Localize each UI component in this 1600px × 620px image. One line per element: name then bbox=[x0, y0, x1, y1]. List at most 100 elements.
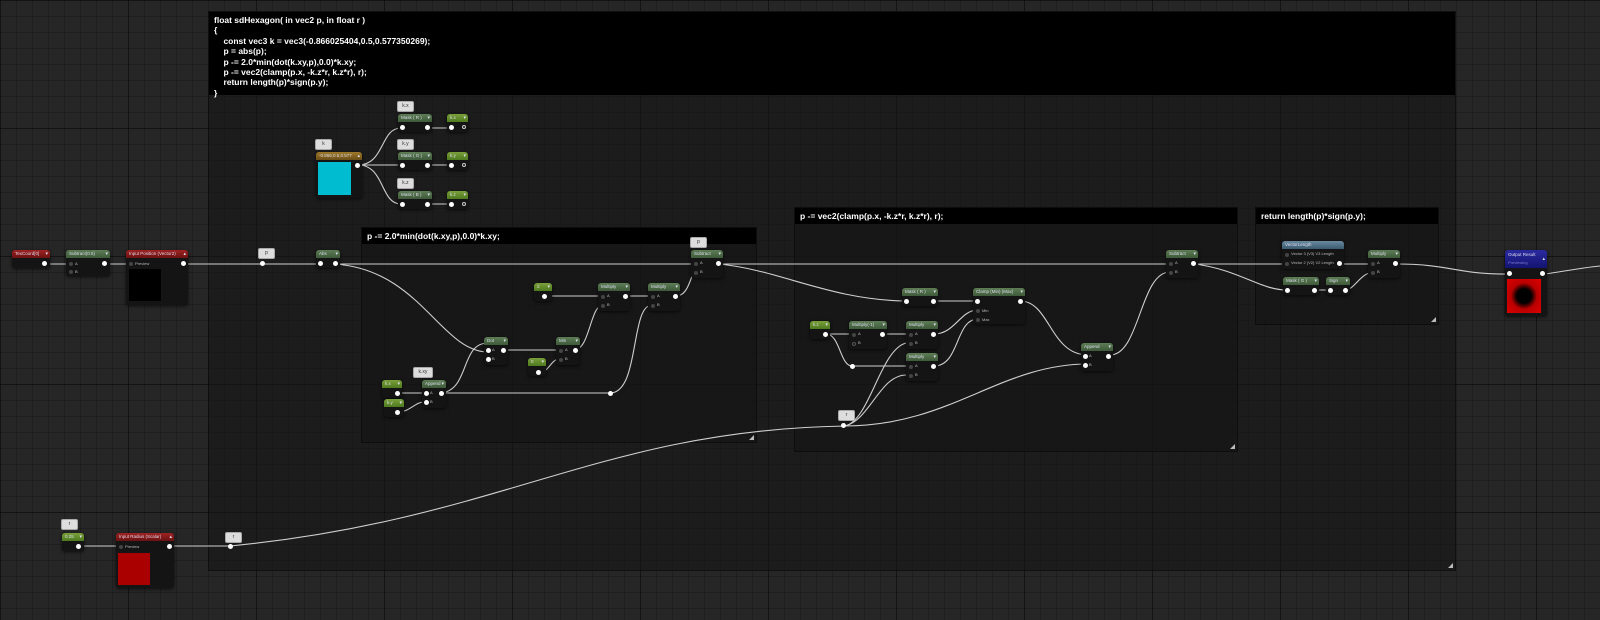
output-pin[interactable] bbox=[425, 125, 430, 130]
chevron-down-icon[interactable]: ▾ bbox=[463, 192, 466, 198]
chevron-down-icon[interactable]: ▾ bbox=[1395, 251, 1398, 257]
reroute-node[interactable] bbox=[850, 364, 855, 369]
chevron-down-icon[interactable]: ▾ bbox=[575, 338, 578, 344]
chevron-down-icon[interactable]: ▾ bbox=[105, 251, 108, 257]
named-reroute-kz[interactable]: k.z▾ bbox=[447, 191, 468, 209]
input-pin-a[interactable] bbox=[601, 295, 605, 299]
output-pin[interactable] bbox=[931, 364, 936, 369]
input-pin-b[interactable] bbox=[1083, 363, 1088, 368]
input-pin-a[interactable] bbox=[69, 262, 73, 266]
output-pin[interactable] bbox=[425, 163, 430, 168]
chevron-down-icon[interactable]: ▾ bbox=[541, 359, 544, 365]
chevron-down-icon[interactable]: ▾ bbox=[1345, 278, 1348, 284]
output-pin[interactable] bbox=[1343, 288, 1348, 293]
input-pin-b[interactable] bbox=[694, 271, 698, 275]
mask-b-node[interactable]: Mask ( B )▾ bbox=[398, 191, 432, 209]
output-pin[interactable] bbox=[536, 370, 541, 375]
output-pin[interactable] bbox=[573, 348, 578, 353]
input-radius-node[interactable]: Input Radius (Scalar)▴ Preview bbox=[116, 533, 174, 588]
min-pin[interactable] bbox=[976, 309, 980, 313]
input-pin[interactable] bbox=[1328, 288, 1333, 293]
reroute-node-p[interactable] bbox=[260, 261, 265, 266]
collapse-icon[interactable]: ▴ bbox=[183, 251, 186, 257]
chevron-down-icon[interactable]: ▾ bbox=[933, 289, 936, 295]
output-pin[interactable] bbox=[462, 202, 466, 206]
output-pin[interactable] bbox=[102, 261, 107, 266]
resize-handle[interactable] bbox=[1448, 563, 1453, 568]
resize-handle[interactable] bbox=[749, 435, 754, 440]
input-pin[interactable] bbox=[904, 299, 909, 304]
input-pin-a[interactable] bbox=[1371, 262, 1375, 266]
chevron-down-icon[interactable]: ▾ bbox=[1108, 344, 1111, 350]
chevron-down-icon[interactable]: ▾ bbox=[675, 284, 678, 290]
s3-sign-node[interactable]: Sign▾ bbox=[1326, 277, 1350, 295]
kx-comment-bubble[interactable]: k.x bbox=[397, 101, 414, 112]
input-pin-b[interactable] bbox=[909, 374, 913, 378]
input-pin-a[interactable] bbox=[909, 333, 913, 337]
output-pin[interactable] bbox=[181, 261, 186, 266]
chevron-down-icon[interactable]: ▾ bbox=[933, 354, 936, 360]
chevron-down-icon[interactable]: ▾ bbox=[1020, 289, 1023, 295]
collapse-icon[interactable]: ▴ bbox=[1542, 256, 1545, 262]
input-pin[interactable] bbox=[1507, 271, 1512, 276]
input-pin-a[interactable] bbox=[651, 295, 655, 299]
input-pin-b[interactable] bbox=[1371, 271, 1375, 275]
input-pin-a[interactable] bbox=[1083, 354, 1088, 359]
input-pin[interactable] bbox=[1285, 288, 1290, 293]
output-result-node[interactable]: Output Result▴Previewing bbox=[1505, 250, 1547, 316]
output-pin[interactable] bbox=[1191, 261, 1196, 266]
input-pin-b[interactable] bbox=[1169, 271, 1173, 275]
output-pin[interactable] bbox=[76, 544, 81, 549]
output-pin[interactable] bbox=[425, 202, 430, 207]
output-pin[interactable] bbox=[439, 391, 444, 396]
preview-pin[interactable] bbox=[119, 545, 123, 549]
input-pin-a[interactable] bbox=[909, 365, 913, 369]
input-pin-a[interactable] bbox=[486, 348, 491, 353]
input-pin-b[interactable] bbox=[852, 342, 856, 346]
output-pin[interactable] bbox=[673, 294, 678, 299]
k-comment-bubble[interactable]: k bbox=[315, 139, 332, 150]
s3-mask-g-node[interactable]: Mask ( G )▾ bbox=[1283, 277, 1319, 295]
output-pin[interactable] bbox=[542, 294, 547, 299]
input-pin-a[interactable] bbox=[852, 333, 856, 337]
chevron-down-icon[interactable]: ▾ bbox=[625, 284, 628, 290]
input-pin[interactable] bbox=[449, 163, 454, 168]
output-pin[interactable] bbox=[501, 348, 506, 353]
r-comment-bubble[interactable]: r bbox=[61, 519, 78, 530]
collapse-icon[interactable]: ▴ bbox=[357, 153, 360, 159]
input-position-node[interactable]: Input Position (Vector2)▴ Preview bbox=[126, 250, 188, 305]
chevron-down-icon[interactable]: ▾ bbox=[399, 400, 402, 406]
output-pin[interactable] bbox=[1337, 261, 1342, 266]
output-pin[interactable] bbox=[333, 261, 338, 266]
chevron-down-icon[interactable]: ▾ bbox=[79, 534, 82, 540]
texcoord-node[interactable]: TexCoord[0]▾ bbox=[12, 250, 50, 268]
s2-kz-node[interactable]: k.z▾ bbox=[810, 321, 830, 339]
input-pin-a[interactable] bbox=[424, 391, 429, 396]
output-pin[interactable] bbox=[1018, 299, 1023, 304]
named-reroute-kx[interactable]: k.x▾ bbox=[447, 114, 468, 132]
chevron-down-icon[interactable]: ▾ bbox=[1314, 278, 1317, 284]
chevron-down-icon[interactable]: ▾ bbox=[427, 192, 430, 198]
output-pin[interactable] bbox=[1312, 288, 1317, 293]
output-pin[interactable] bbox=[355, 163, 360, 168]
input-pin-b[interactable] bbox=[651, 304, 655, 308]
reroute-comment-bubble[interactable]: p bbox=[258, 248, 275, 259]
chevron-down-icon[interactable]: ▾ bbox=[427, 153, 430, 159]
input-pin[interactable] bbox=[400, 202, 405, 207]
input-pin[interactable] bbox=[449, 125, 454, 130]
output-pin[interactable] bbox=[167, 544, 172, 549]
chevron-down-icon[interactable]: ▾ bbox=[463, 153, 466, 159]
output-pin[interactable] bbox=[1106, 354, 1111, 359]
chevron-down-icon[interactable]: ▾ bbox=[882, 322, 885, 328]
chevron-down-icon[interactable]: ▾ bbox=[427, 115, 430, 121]
output-pin[interactable] bbox=[42, 261, 47, 266]
